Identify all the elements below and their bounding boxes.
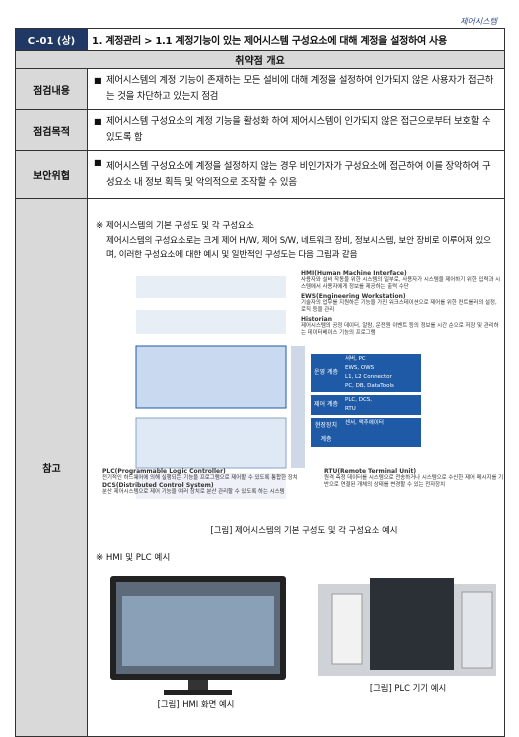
row-text: 제어시스템 구성요소의 계정 기능을 활성화 하여 제어시스템이 인가되지 않은… [106, 116, 491, 143]
hmi-monitor-image [110, 575, 286, 695]
section1-text: 제어시스템의 구성요소로는 크게 제어 H/W, 제어 S/W, 네트워크 장비… [106, 236, 491, 260]
layer-item: EWS, OWS [345, 365, 375, 371]
square-bullet-icon: ■ [94, 76, 102, 85]
header-tag: 제어시스템 [460, 17, 497, 26]
row-text: 제어시스템의 계정 기능이 존재하는 모든 설비에 대해 계정을 설정하여 인가… [106, 75, 494, 102]
row-reference: 참고 ※ 제어시스템의 기본 구성도 및 각 구성요소 제어시스템의 구성요소로… [15, 198, 505, 737]
row-label: 보안위협 [15, 150, 88, 199]
checklist-table: C-01 (상) 1. 계정관리 > 1.1 계정기능이 있는 제어시스템 구성… [15, 28, 505, 737]
note-desc: 원격 측정 데이터를 시스템으로 전송하거나 시스템으로 수신한 제어 메시지를… [324, 475, 504, 488]
row-label: 점검목적 [15, 109, 88, 151]
example-images: [그림] HMI 화면 예시 [그림] PLC 기기 예시 [96, 570, 498, 720]
layer-name: 현장장치 계층 [311, 418, 341, 447]
upper-equipment [136, 310, 286, 334]
layer-item: L1, L2 Connector [345, 374, 392, 380]
row-text: 제어시스템 구성요소에 계정을 설정하지 않는 경우 비인가자가 구성요소에 접… [106, 160, 491, 188]
row-check-purpose: 점검목적 ■ 제어시스템 구성요소의 계정 기능을 활성화 하여 제어시스템이 인… [15, 109, 505, 151]
layer-item: PLC, DCS, [345, 397, 373, 403]
figure1-caption: [그림] 제어시스템의 기본 구성도 및 각 구성요소 예시 [210, 525, 398, 535]
layer-item: 서버, PC [345, 356, 366, 362]
system-diagram: HMI(Human Machine Interface) 사용자와 설비 작동을… [96, 268, 503, 538]
square-bullet-icon: ■ [94, 117, 102, 126]
diagram-graphic [135, 276, 305, 499]
overview-label: 취약점 개요 [15, 50, 505, 69]
row-security-threat: 보안위협 ■ 제어시스템 구성요소에 계정을 설정하지 않는 경우 비인가자가 구… [15, 150, 505, 199]
layer-row: 제어 계층 PLC, DCS, RTU [311, 395, 421, 415]
layer-item: RTU [345, 406, 356, 412]
note-title: EWS(Engineering Workstation) [301, 293, 406, 300]
note-title: PLC(Programmable Logic Controller) [102, 468, 226, 475]
layer-name: 제어 계층 [311, 395, 341, 415]
control-network [135, 345, 287, 409]
note-title: Historian [301, 316, 332, 323]
diagram-notes-bottom-right: RTU(Remote Terminal Unit) 원격 측정 데이터를 시스템… [324, 468, 504, 489]
row-label: 점검내용 [15, 68, 88, 110]
field-devices [136, 473, 286, 499]
item-id: C-01 (상) [15, 28, 88, 51]
figure3-caption: [그림] PLC 기기 예시 [369, 682, 447, 693]
note-desc: 기술자의 업무를 지원하는 기능을 가진 워크스테이션으로 제어를 위한 컨트롤… [301, 300, 497, 313]
note-title: RTU(Remote Terminal Unit) [324, 468, 417, 475]
diagram-notes-top: HMI(Human Machine Interface) 사용자와 설비 작동을… [301, 270, 501, 337]
diagram-notes-bottom-left: PLC(Programmable Logic Controller) 전기적인 … [102, 468, 312, 496]
figure2-caption: [그림] HMI 화면 예시 [157, 698, 235, 709]
layer-item: 센서, 액추에이터 [345, 420, 384, 426]
layer-row: 현장장치 계층 센서, 액추에이터 [311, 418, 421, 447]
row-label: 참고 [15, 198, 88, 737]
section2-title: ※ HMI 및 PLC 예시 [96, 553, 171, 563]
plc-device-image [318, 577, 496, 676]
field-network [135, 417, 287, 469]
section1-title: ※ 제어시스템의 기본 구성도 및 각 구성요소 [96, 220, 254, 231]
overview-row: 취약점 개요 [15, 50, 505, 69]
side-bar [291, 346, 305, 468]
note-desc: 제어시스템의 공정 데이터, 알람, 운전원 이벤트 등의 정보를 시간 순으로… [301, 323, 499, 336]
note-desc: 전기적인 하드웨어에 의해 실행되는 기능을 프로그램으로 제어할 수 있도록 … [102, 475, 298, 481]
note-title: HMI(Human Machine Interface) [301, 270, 407, 277]
top-equipment [136, 276, 286, 298]
note-desc: 사용자와 설비 작동을 위한 시스템의 일부로, 사용자가 시스템을 제어하기 … [301, 277, 501, 290]
note-desc: 분산 제어시스템으로 제어 기능을 여러 장치로 분산 관리할 수 있도록 하는… [102, 489, 285, 495]
layer-item: PC, DB, DataTools [345, 383, 394, 389]
row-check-content: 점검내용 ■ 제어시스템의 계정 기능이 존재하는 모든 설비에 대해 계정을 설… [15, 68, 505, 110]
note-title: DCS(Distributed Control System) [102, 482, 214, 489]
layer-name: 운영 계층 [311, 354, 341, 392]
item-title: 1. 계정관리 > 1.1 계정기능이 있는 제어시스템 구성요소에 대해 계정… [87, 28, 505, 51]
square-bullet-icon: ■ [94, 158, 102, 167]
title-row: C-01 (상) 1. 계정관리 > 1.1 계정기능이 있는 제어시스템 구성… [15, 28, 505, 51]
